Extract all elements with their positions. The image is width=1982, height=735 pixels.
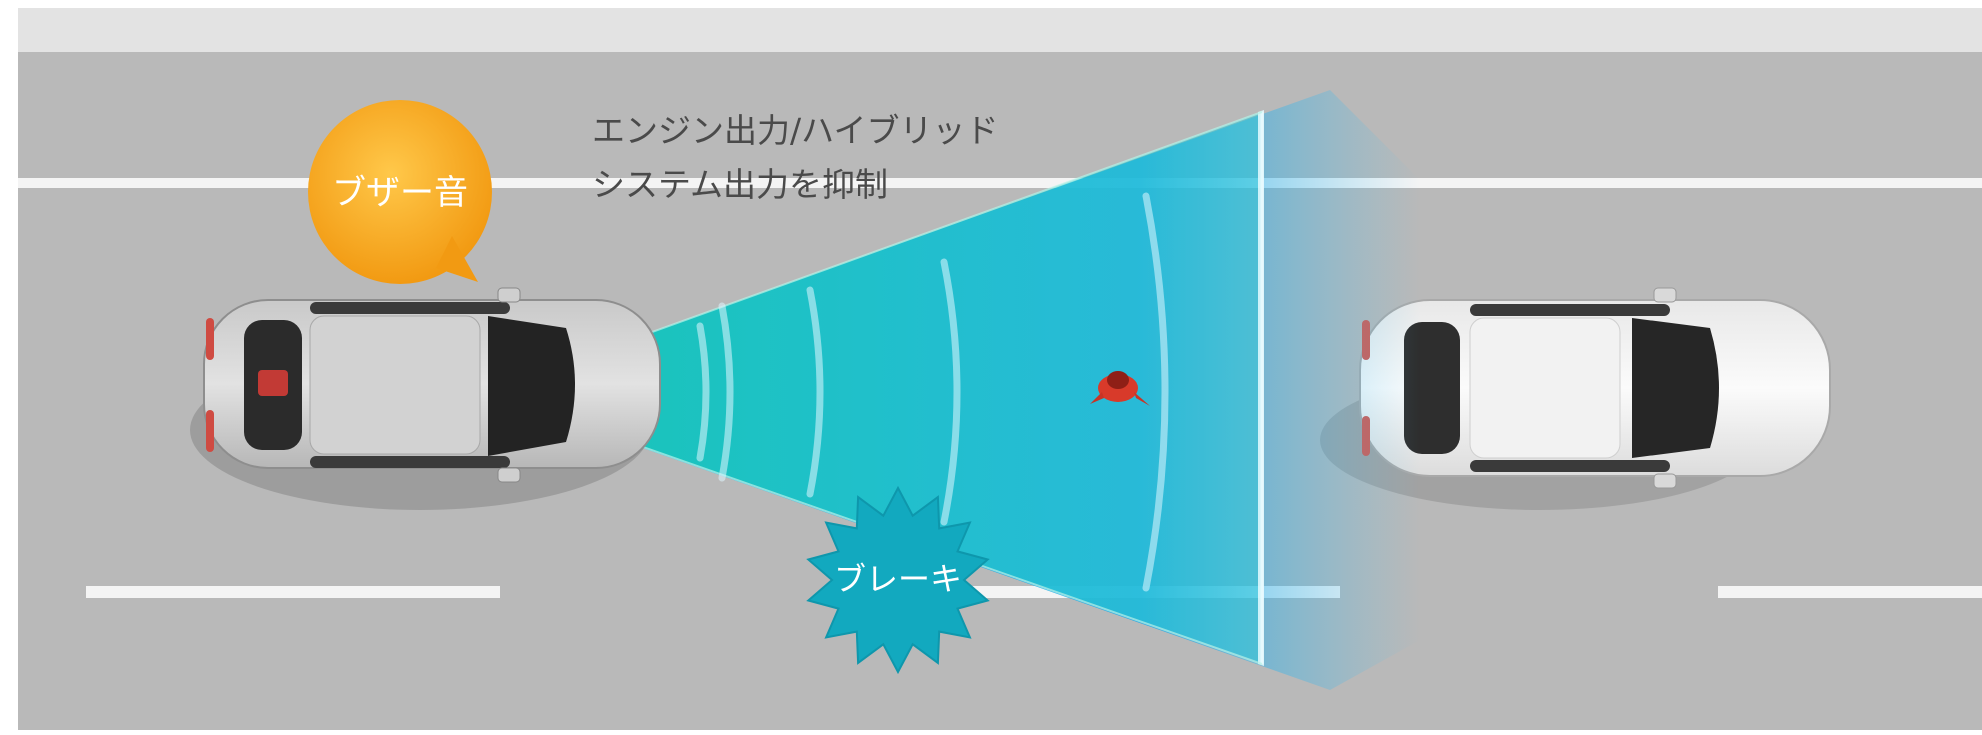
car-icon bbox=[1320, 287, 1831, 510]
pedestrian-icon bbox=[1090, 371, 1150, 406]
buzzer-label: ブザー音 bbox=[332, 173, 468, 213]
car-icon bbox=[190, 287, 661, 510]
burst-icon bbox=[806, 485, 990, 675]
engine-output-label-line2: システム出力を抑制 bbox=[592, 165, 888, 204]
brake-label: ブレーキ bbox=[834, 560, 962, 598]
radar-waves bbox=[696, 192, 1169, 592]
engine-output-label-line1: エンジン出力/ハイブリッド bbox=[592, 111, 998, 150]
sensor-cone bbox=[486, 112, 1262, 664]
lane-dash bbox=[86, 586, 500, 598]
lane-dash bbox=[1718, 586, 1982, 598]
lane-marking-top bbox=[18, 178, 1982, 188]
speech-bubble-icon bbox=[308, 100, 492, 284]
